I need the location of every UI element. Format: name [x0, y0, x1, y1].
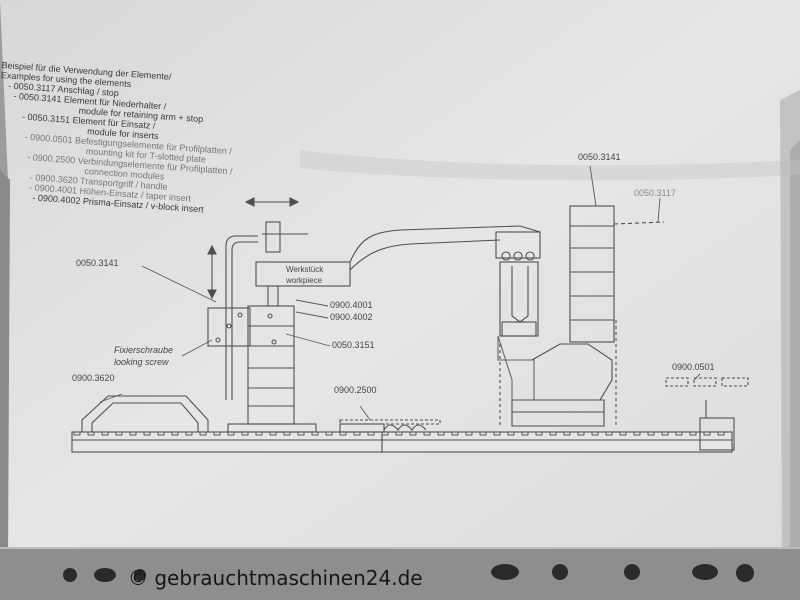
sleeve-edge-shadow-right: [780, 90, 800, 560]
left-module-column: [207, 197, 351, 433]
label-0900-0501: 0900.0501: [672, 362, 715, 372]
watermark-text: © gebrauchtmaschinen24.de: [128, 566, 423, 590]
legend-block: Beispiel für die Verwendung der Elemente…: [0, 60, 301, 221]
technical-drawing: [71, 165, 749, 453]
label-0900-3620: 0900.3620: [72, 373, 115, 383]
right-assembly: [495, 205, 665, 427]
connectors-0900-2500: [339, 419, 441, 433]
mounting-kit-0900-0501: [665, 377, 749, 451]
label-screw-en: looking screw: [114, 357, 169, 367]
label-workpiece-de: Werkstück: [286, 265, 324, 274]
label-workpiece-en: workpiece: [286, 276, 323, 285]
label-0900-4001: 0900.4001: [330, 300, 373, 310]
paper-crease: [300, 150, 800, 181]
punch-holes: [63, 564, 754, 582]
label-screw-de: Fixierschraube: [114, 345, 174, 355]
label-0900-4002: 0900.4002: [330, 312, 373, 322]
label-0050-3141-right: 0050.3141: [578, 152, 621, 162]
label-0900-2500: 0900.2500: [334, 385, 377, 395]
reference-curve: [349, 225, 541, 263]
reference-curve-lower: [349, 239, 501, 271]
leader-lines: [99, 165, 701, 421]
paper-sheet: [0, 0, 800, 560]
sleeve-edge-shadow: [0, 170, 10, 560]
label-0050-3141-left: 0050.3141: [76, 258, 119, 268]
binder-strip: [0, 548, 800, 600]
label-0050-3151: 0050.3151: [332, 340, 375, 350]
handle-0900-3620: [81, 395, 209, 432]
tslot-base-rail: [71, 431, 733, 453]
label-0050-3117: 0050.3117: [634, 188, 676, 198]
